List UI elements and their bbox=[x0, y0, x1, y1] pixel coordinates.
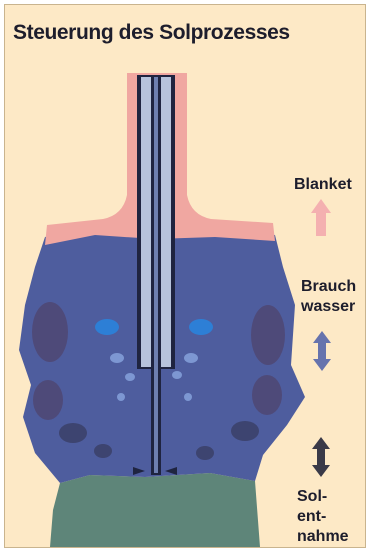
label-solentnahme-line2: ent- bbox=[297, 507, 349, 527]
droplet bbox=[184, 393, 192, 401]
wall-pocket bbox=[33, 380, 63, 420]
diagram-title: Steuerung des Solprozesses bbox=[13, 21, 365, 45]
droplet bbox=[117, 393, 125, 401]
wall-pocket bbox=[251, 305, 285, 365]
wall-pocket bbox=[252, 375, 282, 415]
brine-bottom-region bbox=[50, 473, 260, 547]
blanket-arrow-icon bbox=[311, 199, 331, 236]
label-brauchwasser-line2: wasser bbox=[301, 297, 356, 317]
droplet bbox=[125, 373, 135, 381]
droplet bbox=[110, 353, 124, 363]
droplet bbox=[172, 371, 182, 379]
label-blanket-text: Blanket bbox=[294, 176, 352, 193]
label-brauchwasser-line1: Brauch bbox=[301, 277, 356, 297]
label-solentnahme-line1: Sol- bbox=[297, 487, 349, 507]
droplet bbox=[184, 353, 198, 363]
water-inlet-spot bbox=[189, 319, 213, 335]
wall-pocket bbox=[32, 302, 68, 362]
diagram-frame: Steuerung des Solprozesses Blanket Brauc… bbox=[4, 4, 366, 548]
label-solentnahme-line3: nahme bbox=[297, 527, 349, 547]
label-brauchwasser: Brauch wasser bbox=[301, 277, 356, 317]
water-double-arrow-icon bbox=[313, 331, 331, 371]
inner-pipe-core bbox=[154, 77, 158, 473]
label-blanket: Blanket bbox=[294, 175, 352, 195]
brine-double-arrow-icon bbox=[312, 437, 330, 477]
rock-lump bbox=[94, 444, 112, 458]
rock-lump bbox=[196, 446, 214, 460]
label-solentnahme: Sol- ent- nahme bbox=[297, 487, 349, 547]
rock-lump bbox=[231, 421, 259, 441]
water-inlet-spot bbox=[95, 319, 119, 335]
cavern-diagram bbox=[5, 5, 365, 547]
rock-lump bbox=[59, 423, 87, 443]
